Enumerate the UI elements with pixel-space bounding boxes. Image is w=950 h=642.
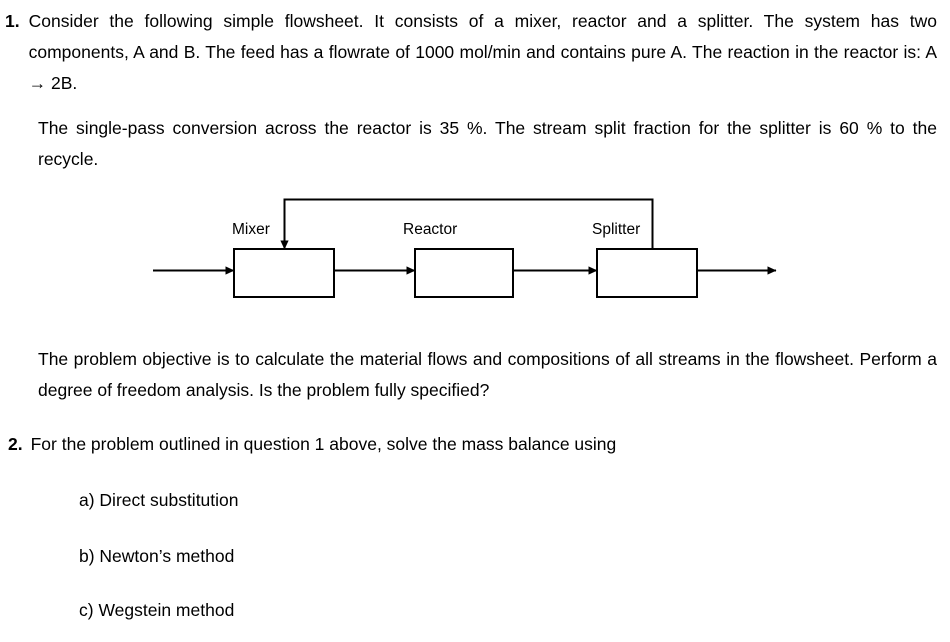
flowsheet-unit-boxes	[233, 248, 698, 298]
splitter-box	[596, 248, 698, 298]
question-2-option-c: c) Wegstein method	[79, 600, 235, 620]
reactor-label: Reactor	[403, 221, 458, 238]
question-1-number: 1.	[5, 11, 20, 31]
question-1-closing-block: The problem objective is to calculate th…	[38, 344, 937, 406]
question-2-number: 2.	[8, 434, 23, 454]
question-1-paragraph-1: Consider the following simple flowsheet.…	[28, 11, 937, 93]
question-2-paragraph-1: For the problem outlined in question 1 a…	[30, 434, 617, 454]
question-1-paragraph-2: The single-pass conversion across the re…	[38, 118, 937, 169]
question-1-closing: The problem objective is to calculate th…	[38, 349, 937, 400]
splitter-label: Splitter	[592, 221, 641, 238]
reactor-box	[414, 248, 514, 298]
mixer-box	[233, 248, 335, 298]
question-2-option-a: a) Direct substitution	[79, 490, 239, 510]
question-2-option-b: b) Newton’s method	[79, 546, 235, 566]
question-1-paragraph-2-block: The single-pass conversion across the re…	[38, 113, 937, 175]
question-2: 2. For the problem outlined in question …	[8, 429, 937, 460]
question-1: 1. Consider the following simple flowshe…	[5, 6, 937, 99]
mixer-label: Mixer	[232, 221, 270, 238]
